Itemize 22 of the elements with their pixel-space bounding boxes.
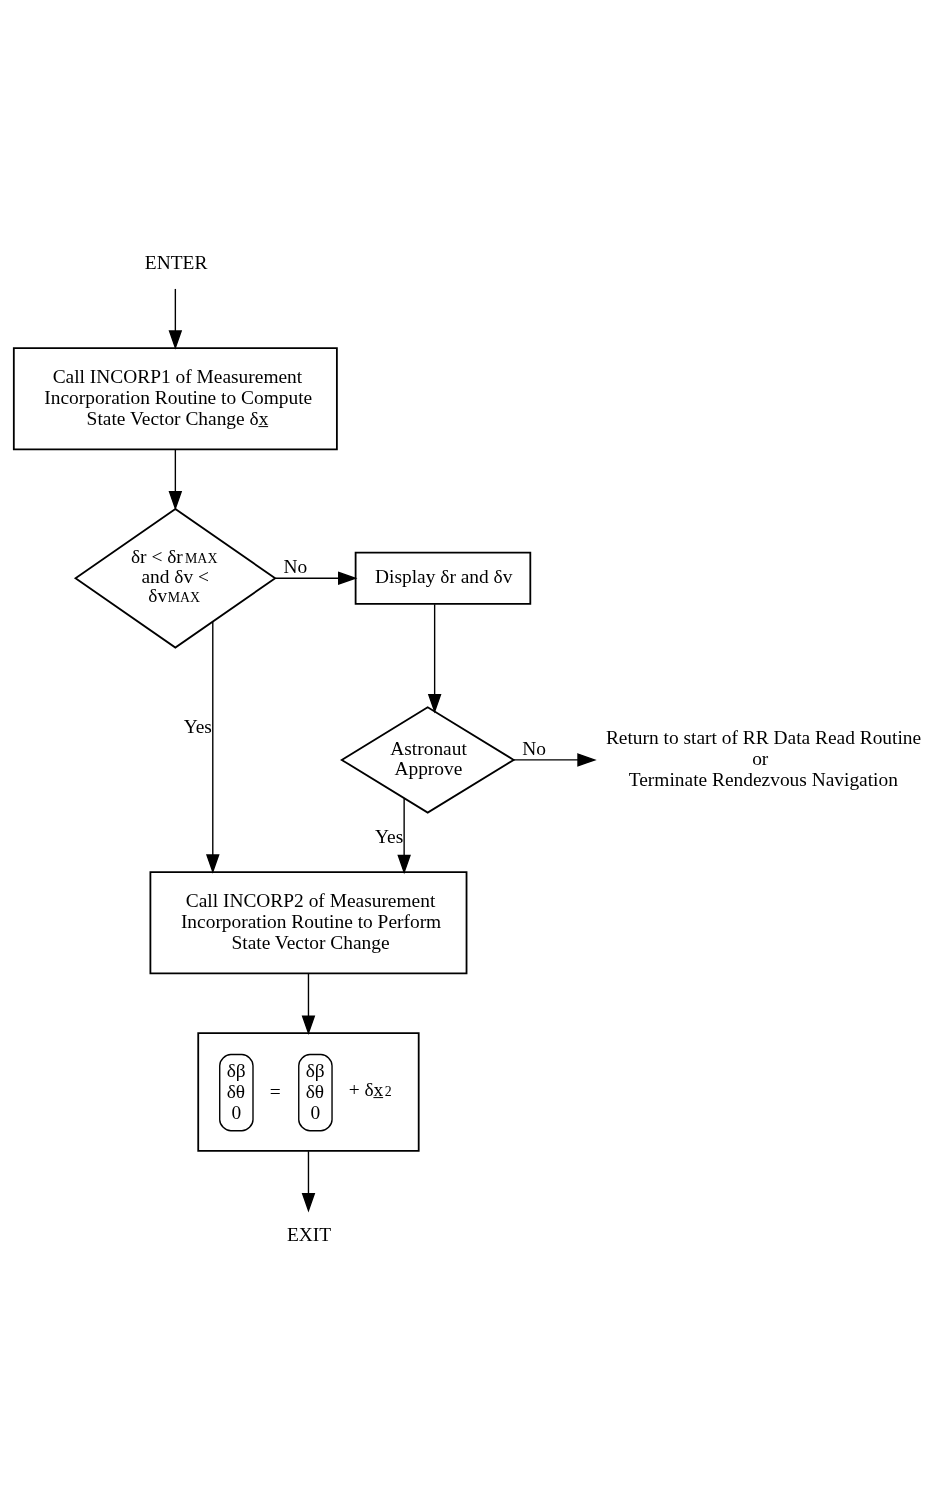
arrow [301,1150,316,1213]
arrow [274,571,358,586]
node-diamond: Astronaut Approve [340,706,516,814]
arrow [206,621,220,874]
arrow [301,972,316,1036]
arrow [397,797,411,875]
node-diamond: δr < δrMAX and δv < δvMAX [73,507,277,649]
node-box: Display δr and δv [354,551,532,605]
node-text: Return to start of RR Data Read Routine or Terminate Rendezvous Navigation [605,727,922,790]
edge-label: Yes [375,825,404,847]
arrow [168,448,183,511]
edge-label: Yes [183,716,212,738]
arrow [513,753,597,767]
node-text: ENTER [144,251,208,273]
arrow [168,288,183,350]
node-box: Call INCORP2 of Measurement Incorporation Routine to Perform State Vector Change [149,871,468,975]
node-box: δβ δθ 0 = δβ δθ 0 + δx̲2 [197,1032,420,1152]
node-box: Call INCORP1 of Measurement Incorporation Routine to Compute State Vector Change δx̲ [12,347,338,451]
edge-label: No [283,555,308,577]
arrow [427,603,442,714]
edge-label: No [522,737,547,759]
node-text: EXIT [286,1223,332,1245]
